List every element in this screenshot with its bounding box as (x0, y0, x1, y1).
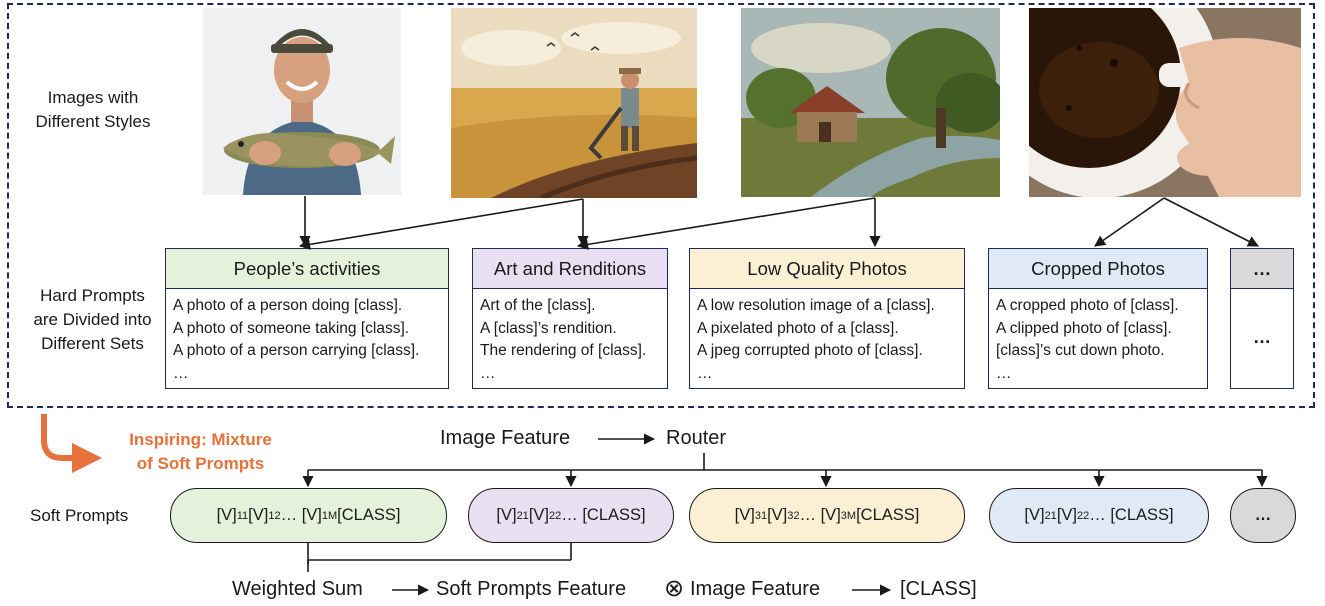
class-output-label: [CLASS] (900, 578, 977, 600)
prompt-line: … (480, 364, 496, 382)
weighted-sum-label: Weighted Sum (232, 578, 363, 600)
prompt-set-low-quality-photos: Low Quality Photos A low resolution imag… (689, 248, 965, 389)
prompt-line: [class]’s cut down photo. (996, 342, 1165, 359)
soft-prompts-feature-label: Soft Prompts Feature (436, 578, 627, 600)
prompt-set-title: Cropped Photos (989, 249, 1207, 289)
prompt-set-art-and-renditions: Art and Renditions Art of the [class]. A… (472, 248, 668, 389)
soft-prompt-pill-2: [V]21 [V]22 … [CLASS] (468, 488, 674, 543)
prompt-line: A [class]’s rendition. (480, 319, 617, 337)
prompt-line: A pixelated photo of a [class]. (697, 319, 899, 337)
prompt-line: … (996, 364, 1012, 382)
prompt-line: … (1253, 327, 1271, 347)
soft-prompt-pill-3: [V]31 [V]32 … [V]3M [CLASS] (689, 488, 965, 543)
prompt-line: … (173, 364, 189, 382)
soft-prompt-pill-4: [V]21 [V]22 … [CLASS] (989, 488, 1209, 543)
otimes-icon: ⊗ (664, 575, 685, 602)
prompt-line: … (697, 364, 713, 382)
prompt-line: A photo of a person carrying [class]. (173, 342, 420, 359)
prompt-set-cropped-photos: Cropped Photos A cropped photo of [class… (988, 248, 1208, 389)
prompt-line: A cropped photo of [class]. (996, 297, 1179, 314)
prompt-line: The rendering of [class]. (480, 342, 647, 359)
inspiring-label: Inspiring: Mixture of Soft Prompts (129, 430, 272, 473)
router-image-feature-label: Image Feature (440, 427, 571, 449)
image-cottage-landscape-painting (741, 8, 1000, 197)
prompt-line: A clipped photo of [class]. (996, 319, 1172, 337)
soft-prompt-pill-more: … (1230, 488, 1296, 543)
router-label: Router (666, 427, 727, 449)
prompt-set-title: … (1231, 249, 1293, 289)
hard-prompts-frame (7, 3, 1315, 408)
image-coffee-cup-cropped (1029, 8, 1301, 197)
images-styles-label: Images with Different Styles (35, 88, 151, 131)
hard-prompts-label: Hard Prompts are Divided into Different … (33, 286, 152, 353)
image-man-holding-fish (203, 8, 401, 195)
prompt-line: A jpeg corrupted photo of [class]. (697, 342, 923, 359)
bottom-image-feature-label: Image Feature (690, 578, 821, 600)
prompt-set-title: Low Quality Photos (690, 249, 964, 289)
soft-prompts-label: Soft Prompts (30, 506, 129, 525)
soft-prompt-pill-1: [V]11 [V]12 … [V]1M [CLASS] (170, 488, 447, 543)
prompt-line: Art of the [class]. (480, 297, 596, 314)
prompt-line: A photo of someone taking [class]. (173, 319, 410, 337)
prompt-line: A low resolution image of a [class]. (697, 297, 935, 314)
prompt-line: A photo of a person doing [class]. (173, 297, 403, 314)
prompt-set-peoples-activities: People’s activities A photo of a person … (165, 248, 449, 389)
prompt-set-more: … … (1230, 248, 1294, 389)
prompt-set-title: People’s activities (166, 249, 448, 289)
image-farmer-plowing-field (451, 8, 697, 198)
prompt-set-title: Art and Renditions (473, 249, 667, 289)
